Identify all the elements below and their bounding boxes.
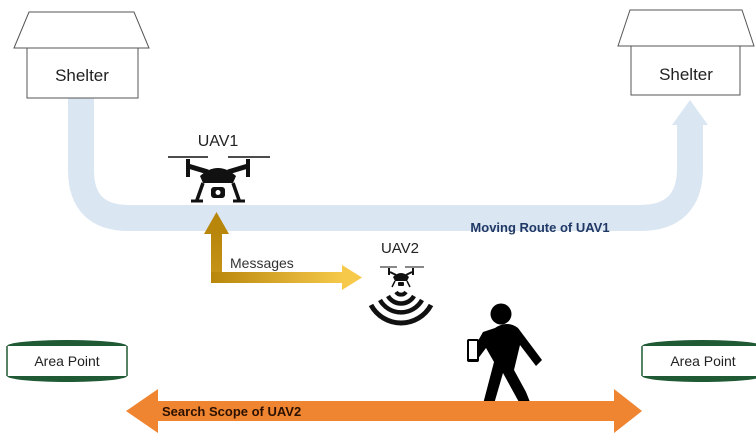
shelter-label: Shelter xyxy=(55,66,109,85)
drone-icon xyxy=(380,266,424,288)
uav1: UAV1 xyxy=(168,133,270,203)
area-point-right: Area Point xyxy=(641,340,756,382)
shelter-roof xyxy=(13,11,150,49)
uav2: UAV2 xyxy=(368,240,434,326)
area-point-label: Area Point xyxy=(670,353,735,369)
signal-waves-icon xyxy=(368,290,434,326)
uav2-label: UAV2 xyxy=(381,240,419,257)
shelter-right: Shelter xyxy=(617,9,755,96)
shelter-label: Shelter xyxy=(659,65,713,84)
uav1-label: UAV1 xyxy=(198,133,239,150)
messages-arrow: Messages xyxy=(204,212,362,290)
moving-route: Moving Route of UAV1 xyxy=(68,98,708,235)
shelter-body xyxy=(630,45,741,96)
area-point-left: Area Point xyxy=(6,340,128,382)
walking-person xyxy=(467,303,542,404)
phone-icon xyxy=(467,339,479,362)
messages-label: Messages xyxy=(230,255,294,271)
route-label: Moving Route of UAV1 xyxy=(470,220,609,235)
shelter-roof xyxy=(617,9,755,47)
walking-person-icon xyxy=(470,303,542,404)
shelter-left: Shelter xyxy=(13,11,150,99)
search-scope-label: Search Scope of UAV2 xyxy=(162,404,301,419)
search-scope-arrow: Search Scope of UAV2 xyxy=(126,389,642,433)
drone-icon xyxy=(168,156,270,203)
route-arrow-head xyxy=(672,100,708,125)
area-point-label: Area Point xyxy=(34,353,99,369)
shelter-body xyxy=(26,47,139,99)
